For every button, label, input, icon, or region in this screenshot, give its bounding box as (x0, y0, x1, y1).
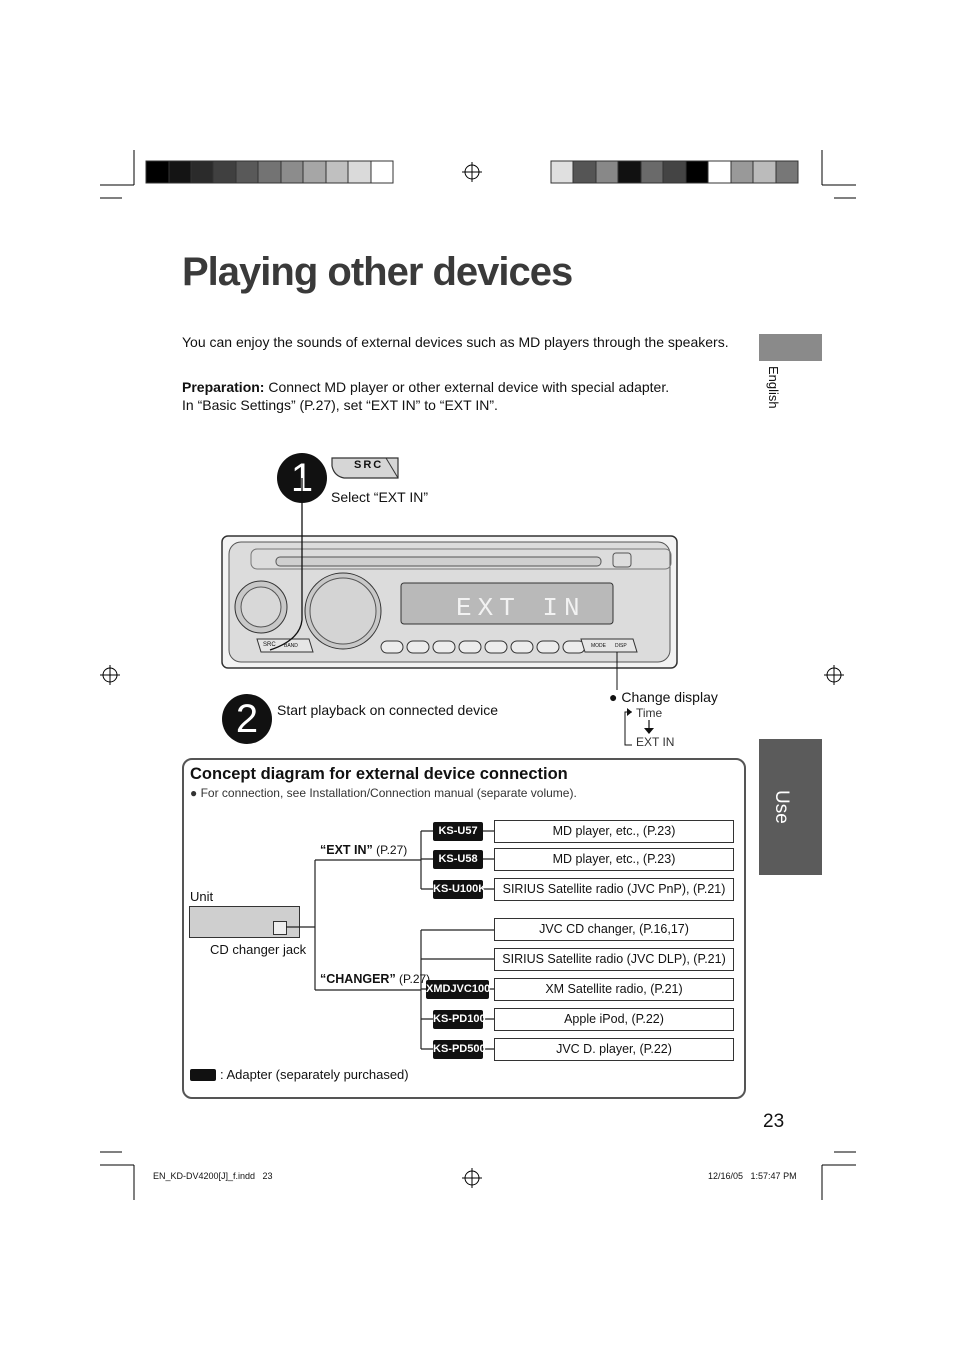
step1-text: Select “EXT IN” (331, 489, 428, 505)
preparation-line2: In “Basic Settings” (P.27), set “EXT IN”… (182, 397, 498, 413)
registration-mark-top (462, 162, 482, 182)
adapter-badge: KS-U58 (433, 850, 483, 869)
jack-label: CD changer jack (210, 942, 307, 957)
registration-mark-right (824, 665, 844, 685)
language-label: English (766, 366, 781, 409)
ext-in-label: “EXT IN” (320, 843, 373, 857)
device-box: SIRIUS Satellite radio (JVC PnP), (P.21) (494, 878, 734, 901)
adapter-badge: KS-PD100 (433, 1010, 486, 1029)
unit-band-label: BAND (284, 643, 298, 649)
unit-display: EXT IN (456, 593, 586, 623)
cycle-time: Time (636, 706, 663, 720)
concept-heading: Concept diagram for external device conn… (190, 765, 568, 783)
language-tab (759, 334, 822, 361)
device-box: Apple iPod, (P.22) (494, 1008, 734, 1031)
car-stereo-unit (221, 535, 678, 669)
adapter-badge: KS-PD500 (433, 1040, 486, 1059)
device-box: MD player, etc., (P.23) (494, 848, 734, 871)
device-box: XM Satellite radio, (P.21) (494, 978, 734, 1001)
concept-diagram-box (182, 758, 746, 1099)
adapter-legend: : Adapter (separately purchased) (220, 1067, 409, 1082)
adapter-badge: KS-U100K (433, 880, 486, 899)
ext-in-branch: “EXT IN” (P.27) (320, 843, 407, 857)
adapter-legend-swatch (190, 1069, 216, 1081)
registration-mark-left (100, 665, 120, 685)
changer-ref: (P.27) (399, 972, 431, 986)
intro-text: You can enjoy the sounds of external dev… (182, 334, 729, 350)
bullet-icon: ● (609, 689, 618, 705)
unit-src-label: SRC (263, 642, 276, 648)
unit-label: Unit (190, 889, 214, 904)
preparation: Preparation: Connect MD player or other … (182, 378, 669, 414)
color-bar-left (145, 160, 394, 184)
src-button-label: SRC (354, 459, 384, 471)
device-box: JVC D. player, (P.22) (494, 1038, 734, 1061)
section-tab (759, 739, 822, 875)
unit-disp-label: DISP (615, 643, 627, 649)
color-bar-right (550, 160, 799, 184)
page-number: 23 (763, 1111, 785, 1132)
registration-mark-bottom (462, 1168, 482, 1188)
step2-number: 2 (222, 694, 272, 744)
src-button-icon (331, 457, 399, 479)
device-box: MD player, etc., (P.23) (494, 820, 734, 843)
page-title: Playing other devices (182, 250, 573, 294)
unit-mode-label: MODE (591, 643, 606, 649)
preparation-label: Preparation: (182, 379, 265, 395)
ext-in-ref: (P.27) (376, 843, 408, 857)
changer-branch: “CHANGER” (P.27) (320, 972, 430, 986)
adapter-badge: XMDJVC100 (426, 980, 490, 999)
concept-note: ● For connection, see Installation/Conne… (190, 786, 577, 800)
footer-file: EN_KD-DV4200[J]_f.indd 23 (153, 1171, 273, 1181)
device-box: SIRIUS Satellite radio (JVC DLP), (P.21) (494, 948, 734, 971)
concept-note-text: For connection, see Installation/Connect… (200, 786, 577, 800)
footer-timestamp: 12/16/05 1:57:47 PM (708, 1171, 797, 1181)
jack-icon (273, 921, 287, 935)
changer-label: “CHANGER” (320, 972, 396, 986)
adapter-badge: KS-U57 (433, 822, 483, 841)
preparation-text: Connect MD player or other external devi… (268, 379, 670, 395)
cycle-ext-in: EXT IN (636, 735, 675, 749)
device-box: JVC CD changer, (P.16,17) (494, 918, 734, 941)
change-display: ● Change display (609, 688, 718, 706)
bullet-icon: ● (190, 786, 198, 800)
step2-text: Start playback on connected device (277, 702, 499, 718)
section-label: Use (771, 790, 792, 824)
change-display-text: Change display (621, 689, 718, 705)
